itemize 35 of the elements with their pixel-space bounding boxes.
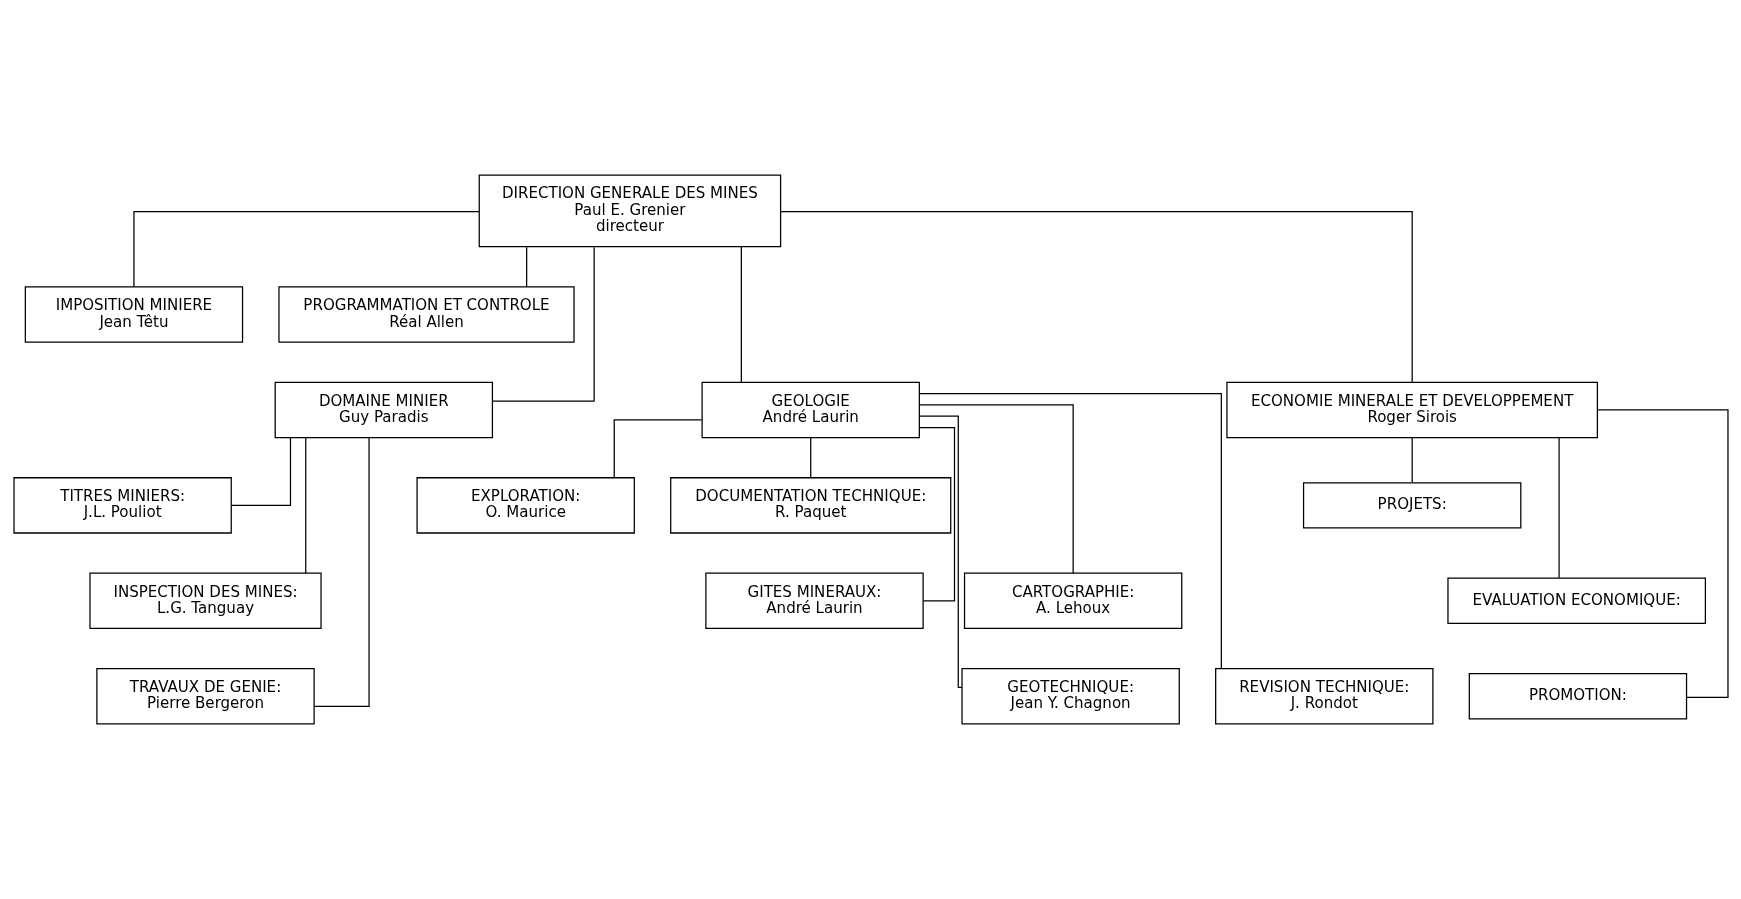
connector — [918, 404, 1074, 574]
connector — [1596, 409, 1729, 699]
connector — [132, 210, 480, 287]
connector — [313, 437, 370, 707]
connector — [1557, 437, 1560, 579]
node-box: EVALUATION ECONOMIQUE: — [1446, 577, 1706, 625]
connector — [525, 246, 527, 288]
connector — [918, 426, 955, 602]
connector — [491, 246, 595, 402]
node-box: IMPOSITION MINIERE Jean Têtu — [24, 286, 243, 343]
node-box: TRAVAUX DE GENIE: Pierre Bergeron — [95, 668, 315, 725]
node-box: PROMOTION: — [1468, 673, 1687, 720]
node-box: REVISION TECHNIQUE: J. Rondot — [1214, 668, 1434, 725]
connector — [1411, 437, 1413, 483]
node-box: EXPLORATION: O. Maurice — [415, 477, 635, 534]
connector — [230, 437, 291, 506]
node-box: PROGRAMMATION ET CONTROLE Réal Allen — [277, 286, 575, 343]
node-box: INSPECTION DES MINES: L.G. Tanguay — [88, 572, 322, 630]
node-box: GITES MINERAUX: André Laurin — [704, 572, 924, 630]
node-box: DOMAINE MINIER Guy Paradis — [274, 381, 493, 439]
node-box: DOCUMENTATION TECHNIQUE: R. Paquet — [669, 477, 951, 534]
node-box: ECONOMIE MINERALE ET DEVELOPPEMENT Roger Sirois — [1225, 381, 1598, 439]
connector — [809, 437, 811, 479]
connector — [740, 246, 742, 383]
connector — [613, 419, 702, 479]
connector — [918, 393, 1222, 669]
node-box: GEOTECHNIQUE: Jean Y. Chagnon — [960, 668, 1180, 725]
connector — [304, 437, 306, 574]
connector — [779, 210, 1413, 383]
connector — [918, 415, 963, 689]
node-box: CARTOGRAPHIE: A. Lehoux — [963, 572, 1182, 630]
node-box: TITRES MINIERS: J.L. Pouliot — [12, 477, 232, 534]
node-box: GEOLOGIE André Laurin — [701, 381, 920, 439]
node-box: DIRECTION GENERALE DES MINES Paul E. Grenier directeur — [478, 174, 781, 248]
node-box: PROJETS: — [1302, 482, 1521, 529]
